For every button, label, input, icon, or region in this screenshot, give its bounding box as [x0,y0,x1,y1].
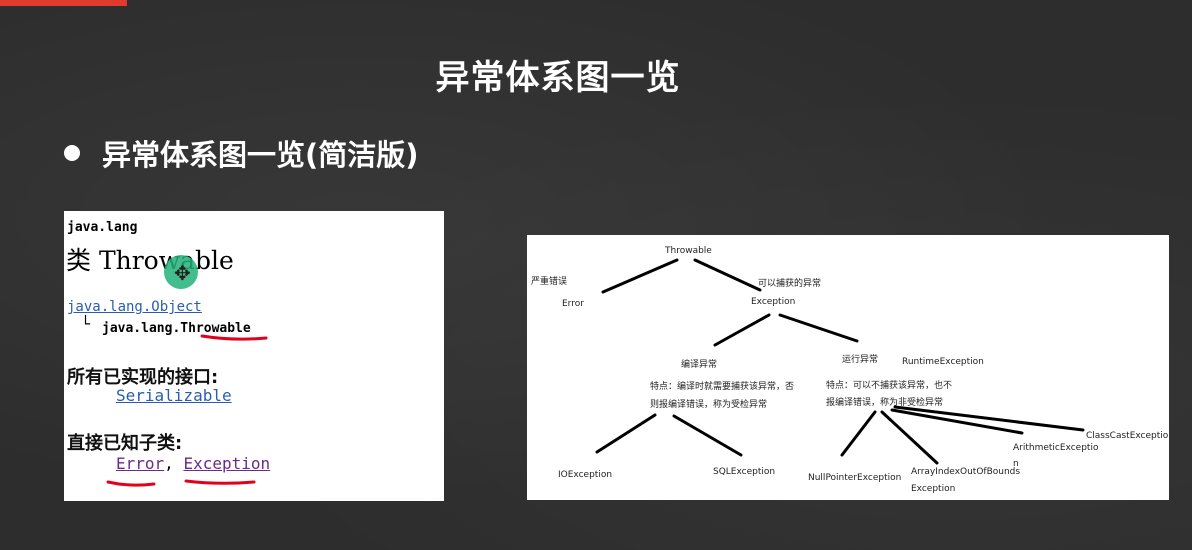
interfaces-heading: 所有已实现的接口: [67,367,219,388]
node-ioexception: IOException [558,470,612,480]
doc-class-title: 类 Throwable [66,246,234,275]
slide-title: 异常体系图一览 [435,58,681,98]
edge-runtime-arith [890,408,1024,435]
edge-throwable-error [601,258,679,294]
underline-error [106,480,156,487]
edge-checked-io [595,413,657,454]
bullet-item: 异常体系图一览(简洁版) [64,132,419,174]
underline-exception [184,479,256,485]
checked-desc-2: 则报编译错误，称为受检异常 [650,398,767,410]
edge-runtime-classcast [893,405,1085,432]
serializable-link[interactable]: Serializable [116,386,232,405]
node-arrayindex-1: ArrayIndexOutOfBounds [911,467,1020,477]
node-arithmetic-1: ArithmeticExceptio [1013,443,1099,453]
edge-exception-checked [713,313,771,347]
bullet-text: 异常体系图一览(简洁版) [102,138,419,172]
node-sqlexception: SQLException [713,467,775,477]
node-arithmetic-2: n [1013,459,1019,469]
javadoc-panel: java.lang 类 Throwable ✥ java.lang.Object… [64,211,444,501]
note-serious-error: 严重错误 [531,275,567,287]
runtime-desc-1: 特点：可以不捕获该异常，也不 [826,379,952,391]
bullet-dot-icon [64,145,80,161]
doc-package: java.lang [67,220,138,235]
node-exception: Exception [751,297,795,307]
subclass-separator: , [164,454,184,473]
edge-runtime-npe [840,410,877,457]
node-classcast: ClassCastException [1086,431,1169,441]
exception-link[interactable]: Exception [183,454,271,473]
note-catchable: 可以捕获的异常 [758,277,821,289]
underline-throwable [200,334,268,341]
tree-branch-icon: └ [81,315,91,333]
edge-exception-runtime [778,313,859,343]
move-cursor-icon: ✥ [174,261,191,285]
subclasses-list: Error, Exception [116,454,270,473]
node-runtime-title: 运行异常 [842,353,878,365]
runtime-desc-2: 报编译错误，称为非受检异常 [826,396,943,408]
node-checked-title: 编译异常 [681,358,717,370]
hierarchy-panel: Throwable 严重错误 Error 可以捕获的异常 Exception 编… [527,235,1169,500]
cursor-highlight [164,255,198,289]
object-link[interactable]: java.lang.Object [67,299,202,315]
tree-item-throwable: java.lang.Throwable [102,321,251,336]
error-link[interactable]: Error [116,454,165,473]
node-arrayindex-2: Exception [911,484,955,494]
checked-desc-1: 特点：编译时就需要捕获该异常，否 [650,380,794,392]
accent-strip [0,0,127,6]
node-runtime-name: RuntimeException [902,357,984,367]
edge-checked-sql [672,414,743,457]
node-nullpointer: NullPointerException [808,473,901,483]
edge-throwable-exception [693,258,762,292]
node-throwable: Throwable [664,246,712,256]
hierarchy-diagram: Throwable 严重错误 Error 可以捕获的异常 Exception 编… [531,246,1169,494]
edge-runtime-array [880,410,939,465]
subclasses-heading: 直接已知子类: [67,433,183,454]
node-error: Error [562,299,584,309]
